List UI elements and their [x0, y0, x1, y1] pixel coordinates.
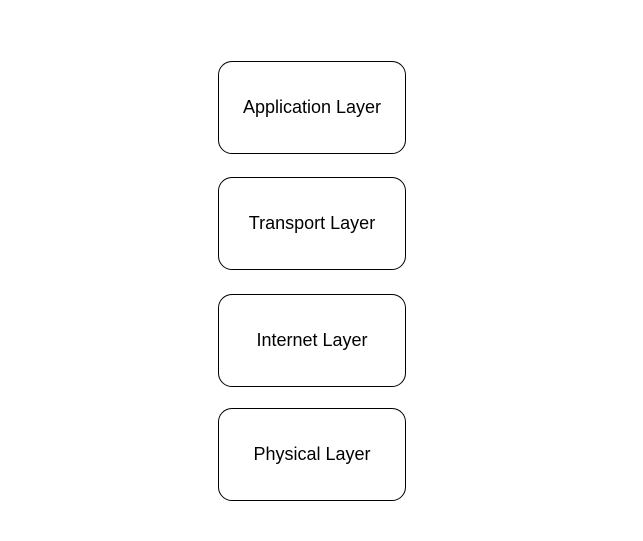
transport-layer-label: Transport Layer [248, 213, 376, 233]
application-layer-box: Application Layer [218, 61, 406, 154]
physical-layer-label: Physical Layer [253, 444, 371, 464]
internet-layer-label: Internet Layer [256, 330, 368, 350]
transport-layer-box: Transport Layer [218, 177, 406, 270]
physical-layer-box: Physical Layer [218, 408, 406, 501]
internet-layer-box: Internet Layer [218, 294, 406, 387]
application-layer-label: Application Layer [242, 97, 382, 117]
